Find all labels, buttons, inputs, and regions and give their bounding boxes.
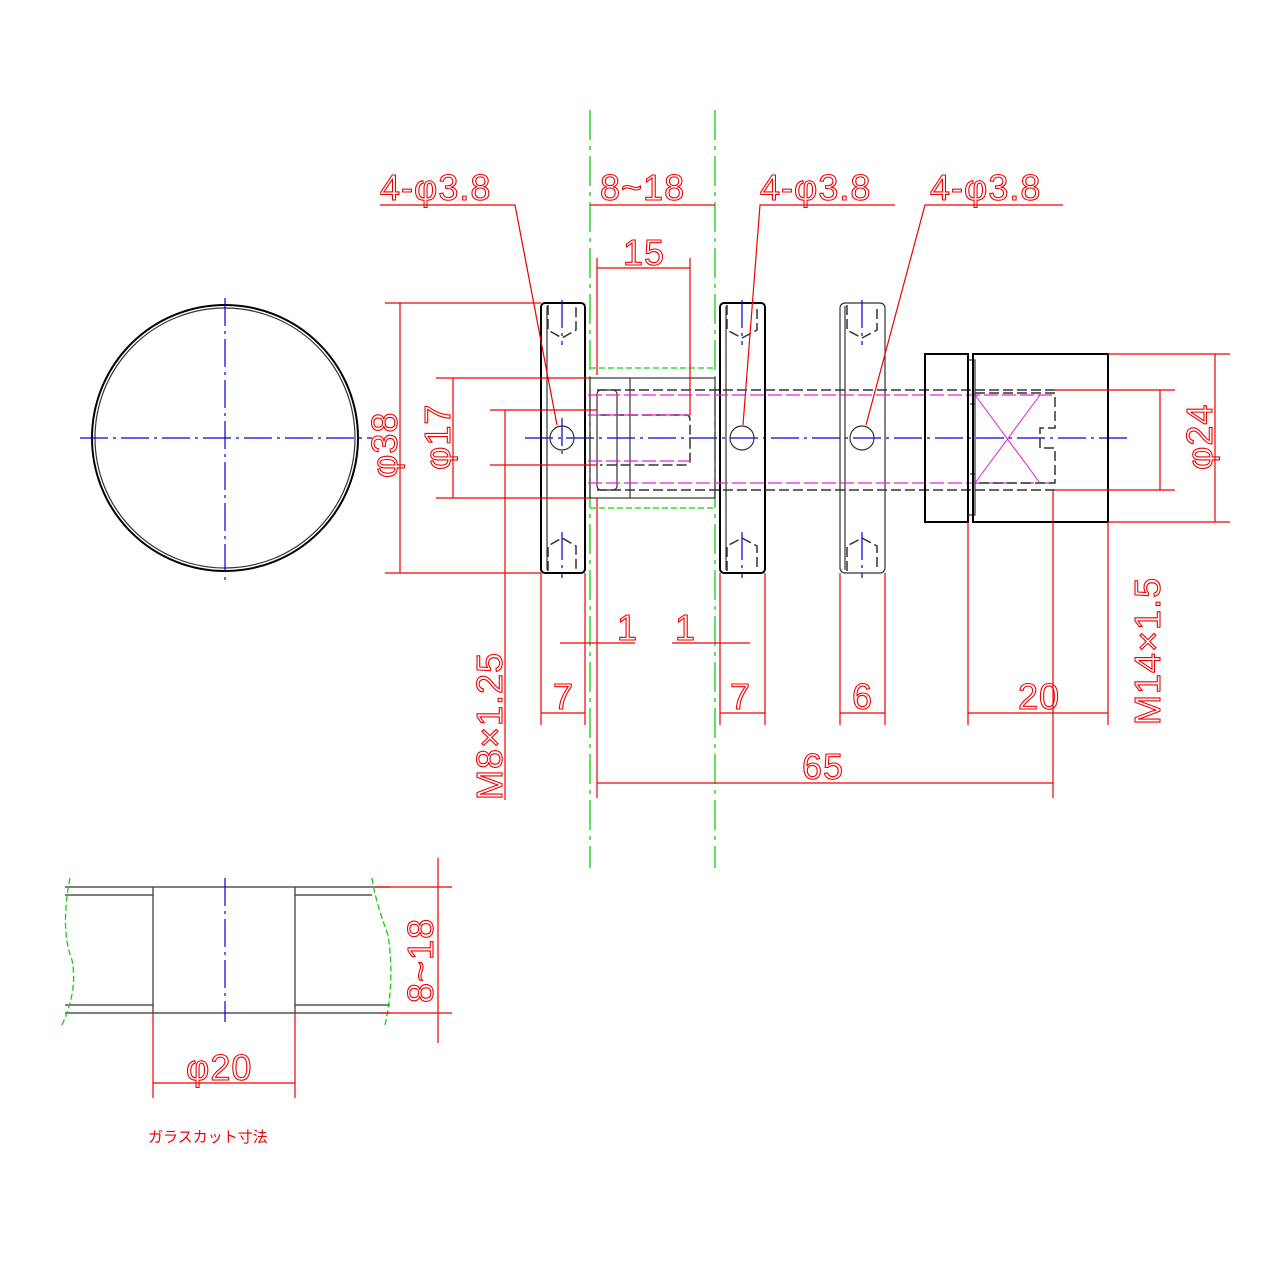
end-cap [924,353,1109,523]
length-65-label: 65 [802,746,844,787]
gap-1-right-label: 1 [675,607,696,648]
dim-15-label: 15 [623,232,665,273]
length-20-label: 20 [1018,676,1060,717]
glass-thickness-label: 8~18 [600,167,685,208]
hole-spec-label-2: 4-φ3.8 [760,167,871,208]
thread-m8-label: M8×1.25 [469,652,510,800]
section-thickness-label: 8~18 [400,918,441,1003]
hole-spec-label-3: 4-φ3.8 [930,167,1041,208]
front-view [80,298,372,580]
glass-lines [589,110,716,868]
width-7-left-label: 7 [553,676,574,717]
hole-spec-label-1: 4-φ3.8 [380,167,491,208]
dimension-labels: 4-φ3.8 8~18 4-φ3.8 4-φ3.8 15 φ38 φ17 M8×… [363,166,1220,800]
thread-m14-label: M14×1.5 [1127,577,1168,725]
dimensions [380,204,1230,800]
dia-17-label: φ17 [417,404,458,470]
glass-cut-section: 8~18 φ20 ガラスカット寸法 [61,858,452,1146]
width-6-label: 6 [852,676,873,717]
cut-dia-20-label: φ20 [186,1047,252,1088]
flange-1 [540,300,586,578]
dia-38-label: φ38 [364,412,405,478]
gap-1-left-label: 1 [617,607,638,648]
spacer [589,377,716,499]
flange-3 [839,300,886,578]
m8-thread-hole [600,414,691,466]
glass-cut-caption: ガラスカット寸法 [148,1128,268,1146]
width-7-right-label: 7 [730,676,751,717]
flange-2 [719,300,766,578]
side-view [525,300,1128,578]
dia-24-label: φ24 [1179,404,1220,470]
